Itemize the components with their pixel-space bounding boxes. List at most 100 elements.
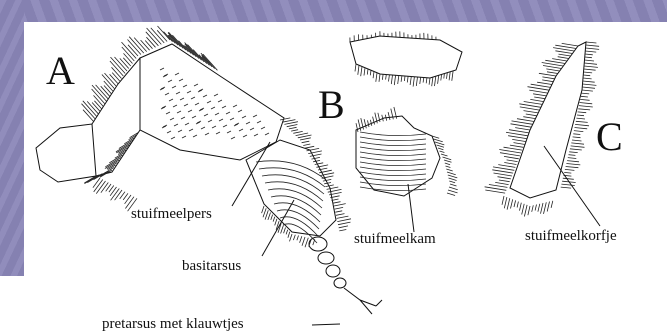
hair-stroke xyxy=(448,175,458,178)
hair-stroke xyxy=(520,107,540,110)
hair-stroke xyxy=(441,154,448,156)
hair-stroke xyxy=(282,120,295,123)
hair-stroke xyxy=(528,87,550,91)
hair-stroke xyxy=(538,204,540,212)
hair-stroke xyxy=(302,141,310,143)
hair-stroke xyxy=(129,37,144,53)
hair-stroke xyxy=(575,124,589,125)
hair-stroke xyxy=(145,41,152,49)
hair-stroke xyxy=(416,77,417,86)
hair-stroke xyxy=(426,78,427,84)
hair-stroke xyxy=(504,197,507,208)
hair-stroke xyxy=(437,145,445,147)
basket-drawing-c xyxy=(510,42,586,198)
hair-stroke xyxy=(519,104,541,108)
hair-stroke xyxy=(297,236,299,241)
hair-stroke xyxy=(504,156,519,158)
hair-stroke xyxy=(544,202,547,214)
hair-stroke xyxy=(523,117,535,119)
hair-stroke xyxy=(582,87,595,88)
hair-stroke xyxy=(120,192,125,199)
hair-stroke xyxy=(289,127,297,129)
hair-stroke xyxy=(444,160,452,162)
hair-stroke xyxy=(92,85,107,101)
hair-stroke xyxy=(273,217,275,222)
hair-stroke xyxy=(275,219,277,226)
hair-stroke xyxy=(512,121,533,124)
hair-stroke xyxy=(531,84,551,87)
hair-stroke xyxy=(561,187,571,188)
hair-stroke xyxy=(586,45,599,46)
hair-stroke xyxy=(305,146,314,148)
hair-stroke xyxy=(141,40,150,50)
hair-stroke xyxy=(583,78,592,79)
hair-stroke xyxy=(445,163,450,165)
hair-stroke xyxy=(122,42,137,58)
hair-stroke xyxy=(448,190,458,193)
hair-stroke xyxy=(443,157,452,160)
hair-stroke xyxy=(110,61,123,76)
hair-stroke xyxy=(447,73,448,79)
hair-stroke xyxy=(355,64,356,71)
hair-stroke xyxy=(146,37,155,47)
hair-stroke xyxy=(504,147,523,150)
hair-stroke xyxy=(558,57,569,59)
hair-stroke xyxy=(583,84,597,85)
hair-stroke xyxy=(429,78,430,85)
hair-stroke xyxy=(115,190,122,200)
label-basitarsus: basitarsus xyxy=(182,258,241,274)
hair-stroke xyxy=(376,73,377,82)
hair-stroke xyxy=(364,68,365,76)
hair-stroke xyxy=(553,48,574,51)
hair-stroke xyxy=(493,167,514,170)
hair-stroke xyxy=(101,86,110,96)
hair-stroke xyxy=(296,133,309,136)
hair-stroke xyxy=(581,93,589,94)
hair-stroke xyxy=(494,173,513,176)
hair-stroke xyxy=(555,45,576,48)
hair-stroke xyxy=(551,201,553,208)
hair-stroke xyxy=(529,90,548,93)
tarsus-segment-2 xyxy=(318,252,334,264)
hair-stroke xyxy=(446,169,452,171)
hair-stroke xyxy=(410,77,411,86)
hair-stroke xyxy=(286,230,288,235)
hair-stroke xyxy=(542,80,553,82)
hair-stroke xyxy=(337,219,351,222)
leader-pretarsus xyxy=(312,324,340,325)
hair-stroke xyxy=(534,97,545,99)
hair-stroke xyxy=(284,122,298,125)
hair-stroke xyxy=(110,187,116,196)
hair-stroke xyxy=(508,136,526,139)
hair-stroke xyxy=(489,185,508,188)
hair-stroke xyxy=(449,181,455,183)
hair-stroke xyxy=(413,77,414,87)
hair-stroke xyxy=(373,72,374,79)
hair-stroke xyxy=(123,193,128,200)
hair-stroke xyxy=(530,99,543,101)
hair-stroke xyxy=(339,226,348,228)
hair-stroke xyxy=(566,164,580,165)
hair-stroke xyxy=(83,101,97,117)
hair-stroke xyxy=(435,76,436,86)
hair-stroke xyxy=(586,42,596,43)
hair-stroke xyxy=(423,78,424,83)
hair-stroke xyxy=(281,225,284,233)
hair-stroke xyxy=(394,75,395,85)
hair-stroke xyxy=(584,72,593,73)
hair-stroke xyxy=(570,149,582,150)
hair-stroke xyxy=(449,187,458,190)
hair-stroke xyxy=(333,202,341,204)
hair-stroke xyxy=(367,69,368,75)
hair-stroke xyxy=(111,189,120,201)
hair-stroke xyxy=(293,131,302,133)
panel-letter-a: A xyxy=(46,48,75,93)
hair-stroke xyxy=(336,214,345,216)
hair-stroke xyxy=(287,125,298,127)
hair-stroke xyxy=(398,76,399,85)
hair-stroke xyxy=(440,151,445,153)
hair-stroke xyxy=(580,103,593,104)
hair-stroke xyxy=(573,134,580,135)
hair-stroke xyxy=(420,77,421,84)
